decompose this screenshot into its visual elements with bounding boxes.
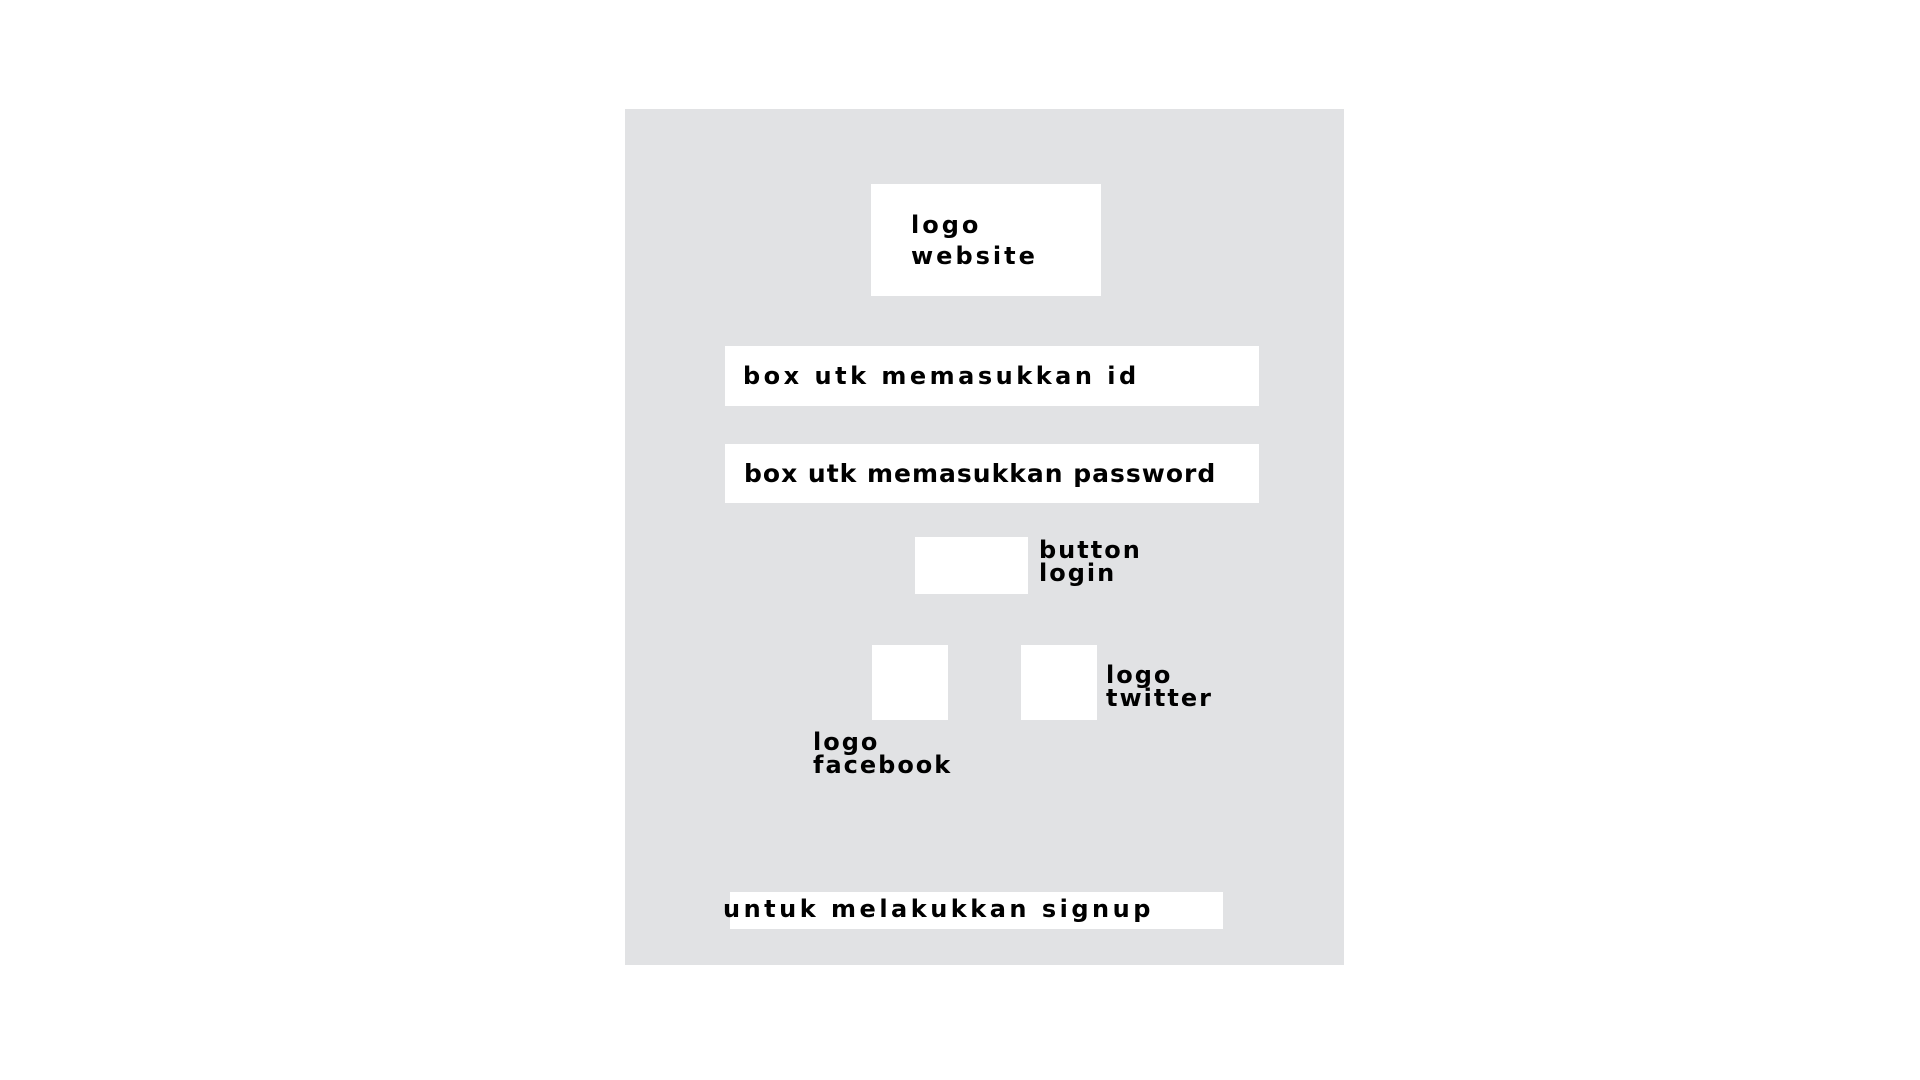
website-logo-label: logo website bbox=[911, 210, 1038, 272]
login-button[interactable] bbox=[915, 537, 1028, 594]
twitter-logo-label-line1: logo bbox=[1106, 661, 1173, 689]
facebook-logo-label-line2: facebook bbox=[813, 751, 953, 779]
website-logo-label-line1: logo bbox=[911, 211, 982, 239]
id-input-box[interactable]: box utk memasukkan id bbox=[725, 346, 1259, 406]
login-button-label-line1: button bbox=[1039, 536, 1142, 564]
twitter-logo-label: logo twitter bbox=[1106, 661, 1213, 712]
website-logo-placeholder: logo website bbox=[871, 184, 1101, 296]
login-wireframe-panel: logo website box utk memasukkan id box u… bbox=[625, 109, 1344, 965]
login-button-label: button login bbox=[1039, 536, 1142, 587]
signup-link-label[interactable]: untuk melakukkan signup bbox=[723, 895, 1154, 923]
twitter-logo-button[interactable] bbox=[1021, 645, 1097, 720]
facebook-logo-label-line1: logo bbox=[813, 728, 880, 756]
signup-link-box[interactable] bbox=[730, 892, 1223, 929]
id-input-label: box utk memasukkan id bbox=[743, 362, 1140, 390]
login-button-label-line2: login bbox=[1039, 559, 1117, 587]
password-input-box[interactable]: box utk memasukkan password bbox=[725, 444, 1259, 503]
twitter-logo-label-line2: twitter bbox=[1106, 684, 1213, 712]
website-logo-label-line2: website bbox=[911, 242, 1038, 270]
facebook-logo-button[interactable] bbox=[872, 645, 948, 720]
password-input-label: box utk memasukkan password bbox=[744, 459, 1217, 488]
facebook-logo-label: logo facebook bbox=[813, 728, 953, 779]
